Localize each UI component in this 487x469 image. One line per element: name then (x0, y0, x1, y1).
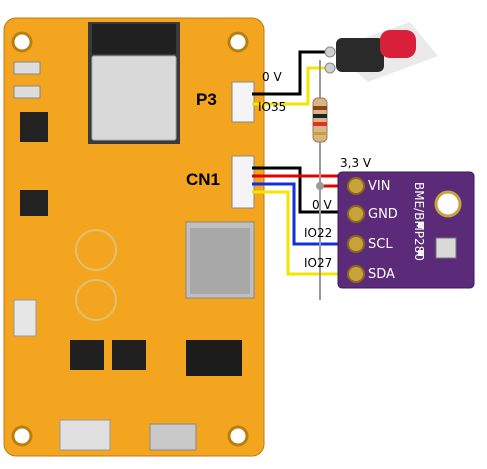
cn1-connector (231, 155, 255, 209)
label-0v-top: 0 V (262, 70, 282, 84)
wire-p3-ground (252, 50, 330, 96)
esp32-board (3, 17, 265, 457)
label-p3: P3 (196, 90, 217, 109)
p3-connector (231, 81, 255, 123)
label-0v-mid: 0 V (312, 198, 332, 212)
wire-gnd (252, 166, 346, 214)
label-cn1: CN1 (186, 170, 221, 189)
resistor (312, 97, 328, 143)
resistor-junction (316, 182, 324, 190)
label-io35: IO35 (258, 100, 287, 114)
push-button (324, 22, 438, 82)
pin-vin: VIN (368, 179, 391, 194)
bme280-sensor-board (337, 171, 475, 289)
label-3v3: 3,3 V (340, 156, 372, 170)
wire-sda (252, 190, 346, 276)
sensor-name: BME/BMP280 (412, 182, 426, 261)
label-io27: IO27 (304, 256, 333, 270)
label-io22: IO22 (304, 226, 333, 240)
pin-sda: SDA (368, 267, 395, 282)
pin-gnd: GND (368, 207, 398, 222)
pin-scl: SCL (368, 237, 393, 252)
